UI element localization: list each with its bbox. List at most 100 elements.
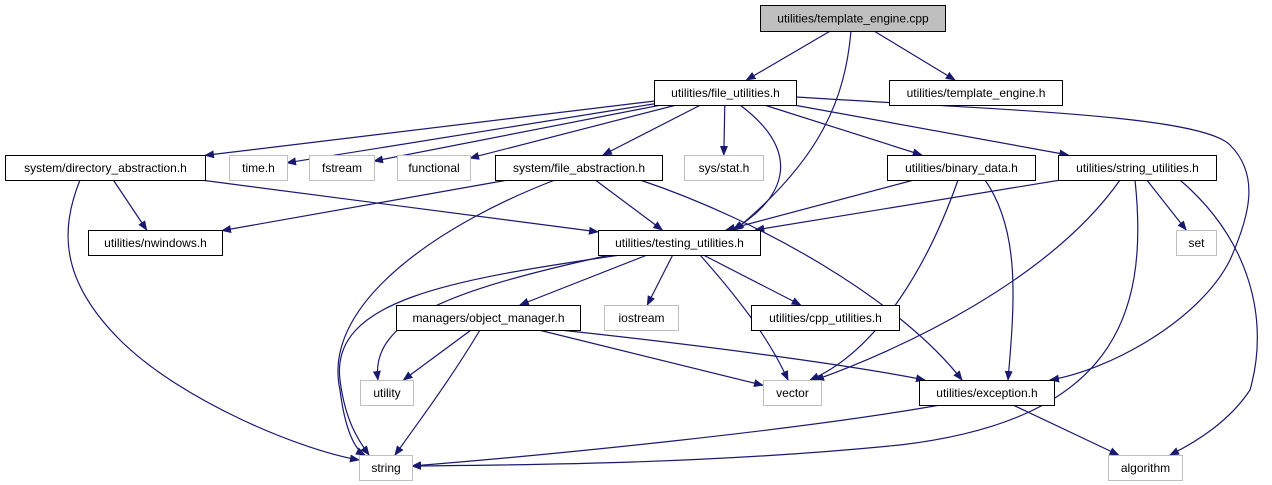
edge-line xyxy=(373,104,662,164)
edge-line xyxy=(734,30,852,231)
edge-line xyxy=(411,404,941,470)
node-box xyxy=(760,5,946,32)
node-box xyxy=(229,155,288,181)
node-label: string xyxy=(371,461,400,475)
edge-line xyxy=(814,179,1121,381)
node-box xyxy=(397,155,471,181)
edge-line xyxy=(1169,179,1258,456)
edge-line xyxy=(719,104,728,156)
edge-line xyxy=(754,179,1061,233)
node-box xyxy=(919,380,1055,406)
edge-testing_utilities_h-to-cpp_utilities_h xyxy=(703,254,802,306)
node-box xyxy=(495,155,663,181)
nodes-layer: utilities/template_engine.cpp utilities/f… xyxy=(5,5,1217,481)
edge-exception_h-to-algorithm xyxy=(1012,404,1120,456)
node-binary-data-h[interactable]: utilities/binary_data.h xyxy=(887,155,1036,181)
edge-binary_data_h-to-vector xyxy=(809,179,959,381)
node-fstream: fstream xyxy=(309,155,375,181)
edge-line xyxy=(204,100,655,159)
node-label: fstream xyxy=(322,161,362,175)
edge-line xyxy=(602,104,701,156)
node-box xyxy=(763,380,822,406)
node-label: utilities/string_utilities.h xyxy=(1076,161,1199,175)
node-functional: functional xyxy=(397,155,471,181)
node-set: set xyxy=(1176,230,1217,256)
edge-file_abstraction_h-to-testing_utilities_h xyxy=(594,179,664,231)
node-string: string xyxy=(359,455,413,481)
node-template-engine-cpp: utilities/template_engine.cpp xyxy=(760,5,946,32)
node-box xyxy=(360,380,414,406)
edge-template_engine_cpp-to-file_utilities_h xyxy=(745,30,831,81)
node-label: functional xyxy=(408,161,459,175)
node-label: managers/object_manager.h xyxy=(412,311,564,325)
edge-line xyxy=(469,104,677,160)
node-file-abstraction-h[interactable]: system/file_abstraction.h xyxy=(495,155,663,181)
node-label: utilities/file_utilities.h xyxy=(671,86,780,100)
edge-line xyxy=(873,30,956,81)
edge-line xyxy=(559,329,926,383)
edge-file_utilities_h-to-fstream xyxy=(373,104,662,164)
edge-line xyxy=(594,179,664,231)
node-box xyxy=(88,230,223,256)
node-box xyxy=(1108,455,1183,481)
edge-exception_h-to-string xyxy=(411,404,941,470)
edge-file_utilities_h-to-exception_h xyxy=(795,96,1250,383)
edge-line xyxy=(538,329,764,388)
node-label: utilities/nwindows.h xyxy=(104,236,207,250)
edge-line xyxy=(984,179,1014,381)
node-directory-abstraction-h[interactable]: system/directory_abstraction.h xyxy=(5,155,206,181)
node-label: utilities/testing_utilities.h xyxy=(615,236,744,250)
node-box xyxy=(359,455,413,481)
edge-file_utilities_h-to-testing_utilities_h xyxy=(732,104,781,231)
edge-line xyxy=(286,103,655,166)
node-label: system/directory_abstraction.h xyxy=(24,161,187,175)
edge-object_manager_h-to-exception_h xyxy=(559,329,926,383)
node-box xyxy=(5,155,206,181)
edge-line xyxy=(732,104,781,231)
edge-string_utilities_h-to-string xyxy=(411,179,1139,470)
node-box xyxy=(396,305,581,331)
node-string-utilities-h[interactable]: utilities/string_utilities.h xyxy=(1058,155,1217,181)
node-testing-utilities-h[interactable]: utilities/testing_utilities.h xyxy=(598,230,761,256)
node-label: vector xyxy=(776,386,809,400)
edge-template_engine_cpp-to-template_engine_h xyxy=(873,30,956,81)
edge-template_engine_cpp-to-testing_utilities_h xyxy=(734,30,852,231)
node-algorithm: algorithm xyxy=(1108,455,1183,481)
node-box xyxy=(751,305,900,331)
edge-line xyxy=(646,254,674,306)
edge-line xyxy=(795,96,1250,383)
edge-file_abstraction_h-to-nwindows_h xyxy=(221,179,509,233)
node-template-engine-h[interactable]: utilities/template_engine.h xyxy=(889,80,1063,106)
edge-line xyxy=(725,179,915,232)
node-label: utilities/cpp_utilities.h xyxy=(769,311,882,325)
node-label: iostream xyxy=(618,311,664,325)
node-nwindows-h[interactable]: utilities/nwindows.h xyxy=(88,230,223,256)
edge-line xyxy=(221,179,509,233)
edge-line xyxy=(793,104,1070,158)
node-box xyxy=(684,155,764,181)
node-box xyxy=(604,305,679,331)
node-iostream: iostream xyxy=(604,305,679,331)
edge-string_utilities_h-to-testing_utilities_h xyxy=(754,179,1061,233)
edge-line xyxy=(1146,179,1187,231)
edge-line xyxy=(809,179,959,381)
edge-line xyxy=(703,254,802,306)
edge-object_manager_h-to-string xyxy=(394,329,481,456)
edge-line xyxy=(764,104,923,157)
node-label: utilities/template_engine.cpp xyxy=(777,12,929,26)
node-cpp-utilities-h[interactable]: utilities/cpp_utilities.h xyxy=(751,305,900,331)
edge-file_abstraction_h-to-string xyxy=(337,179,556,456)
edge-line xyxy=(394,329,481,456)
node-file-utilities-h[interactable]: utilities/file_utilities.h xyxy=(654,80,797,106)
edge-line xyxy=(337,179,556,456)
edge-line xyxy=(1012,404,1120,456)
node-box xyxy=(889,80,1063,106)
edge-object_manager_h-to-utility xyxy=(402,329,472,381)
edge-file_utilities_h-to-sys_stat_h xyxy=(719,104,728,156)
edge-file_abstraction_h-to-exception_h xyxy=(639,179,963,381)
node-label: algorithm xyxy=(1121,461,1170,475)
node-exception-h[interactable]: utilities/exception.h xyxy=(919,380,1055,406)
node-object-manager-h[interactable]: managers/object_manager.h xyxy=(396,305,581,331)
node-sys-stat-h: sys/stat.h xyxy=(684,155,764,181)
